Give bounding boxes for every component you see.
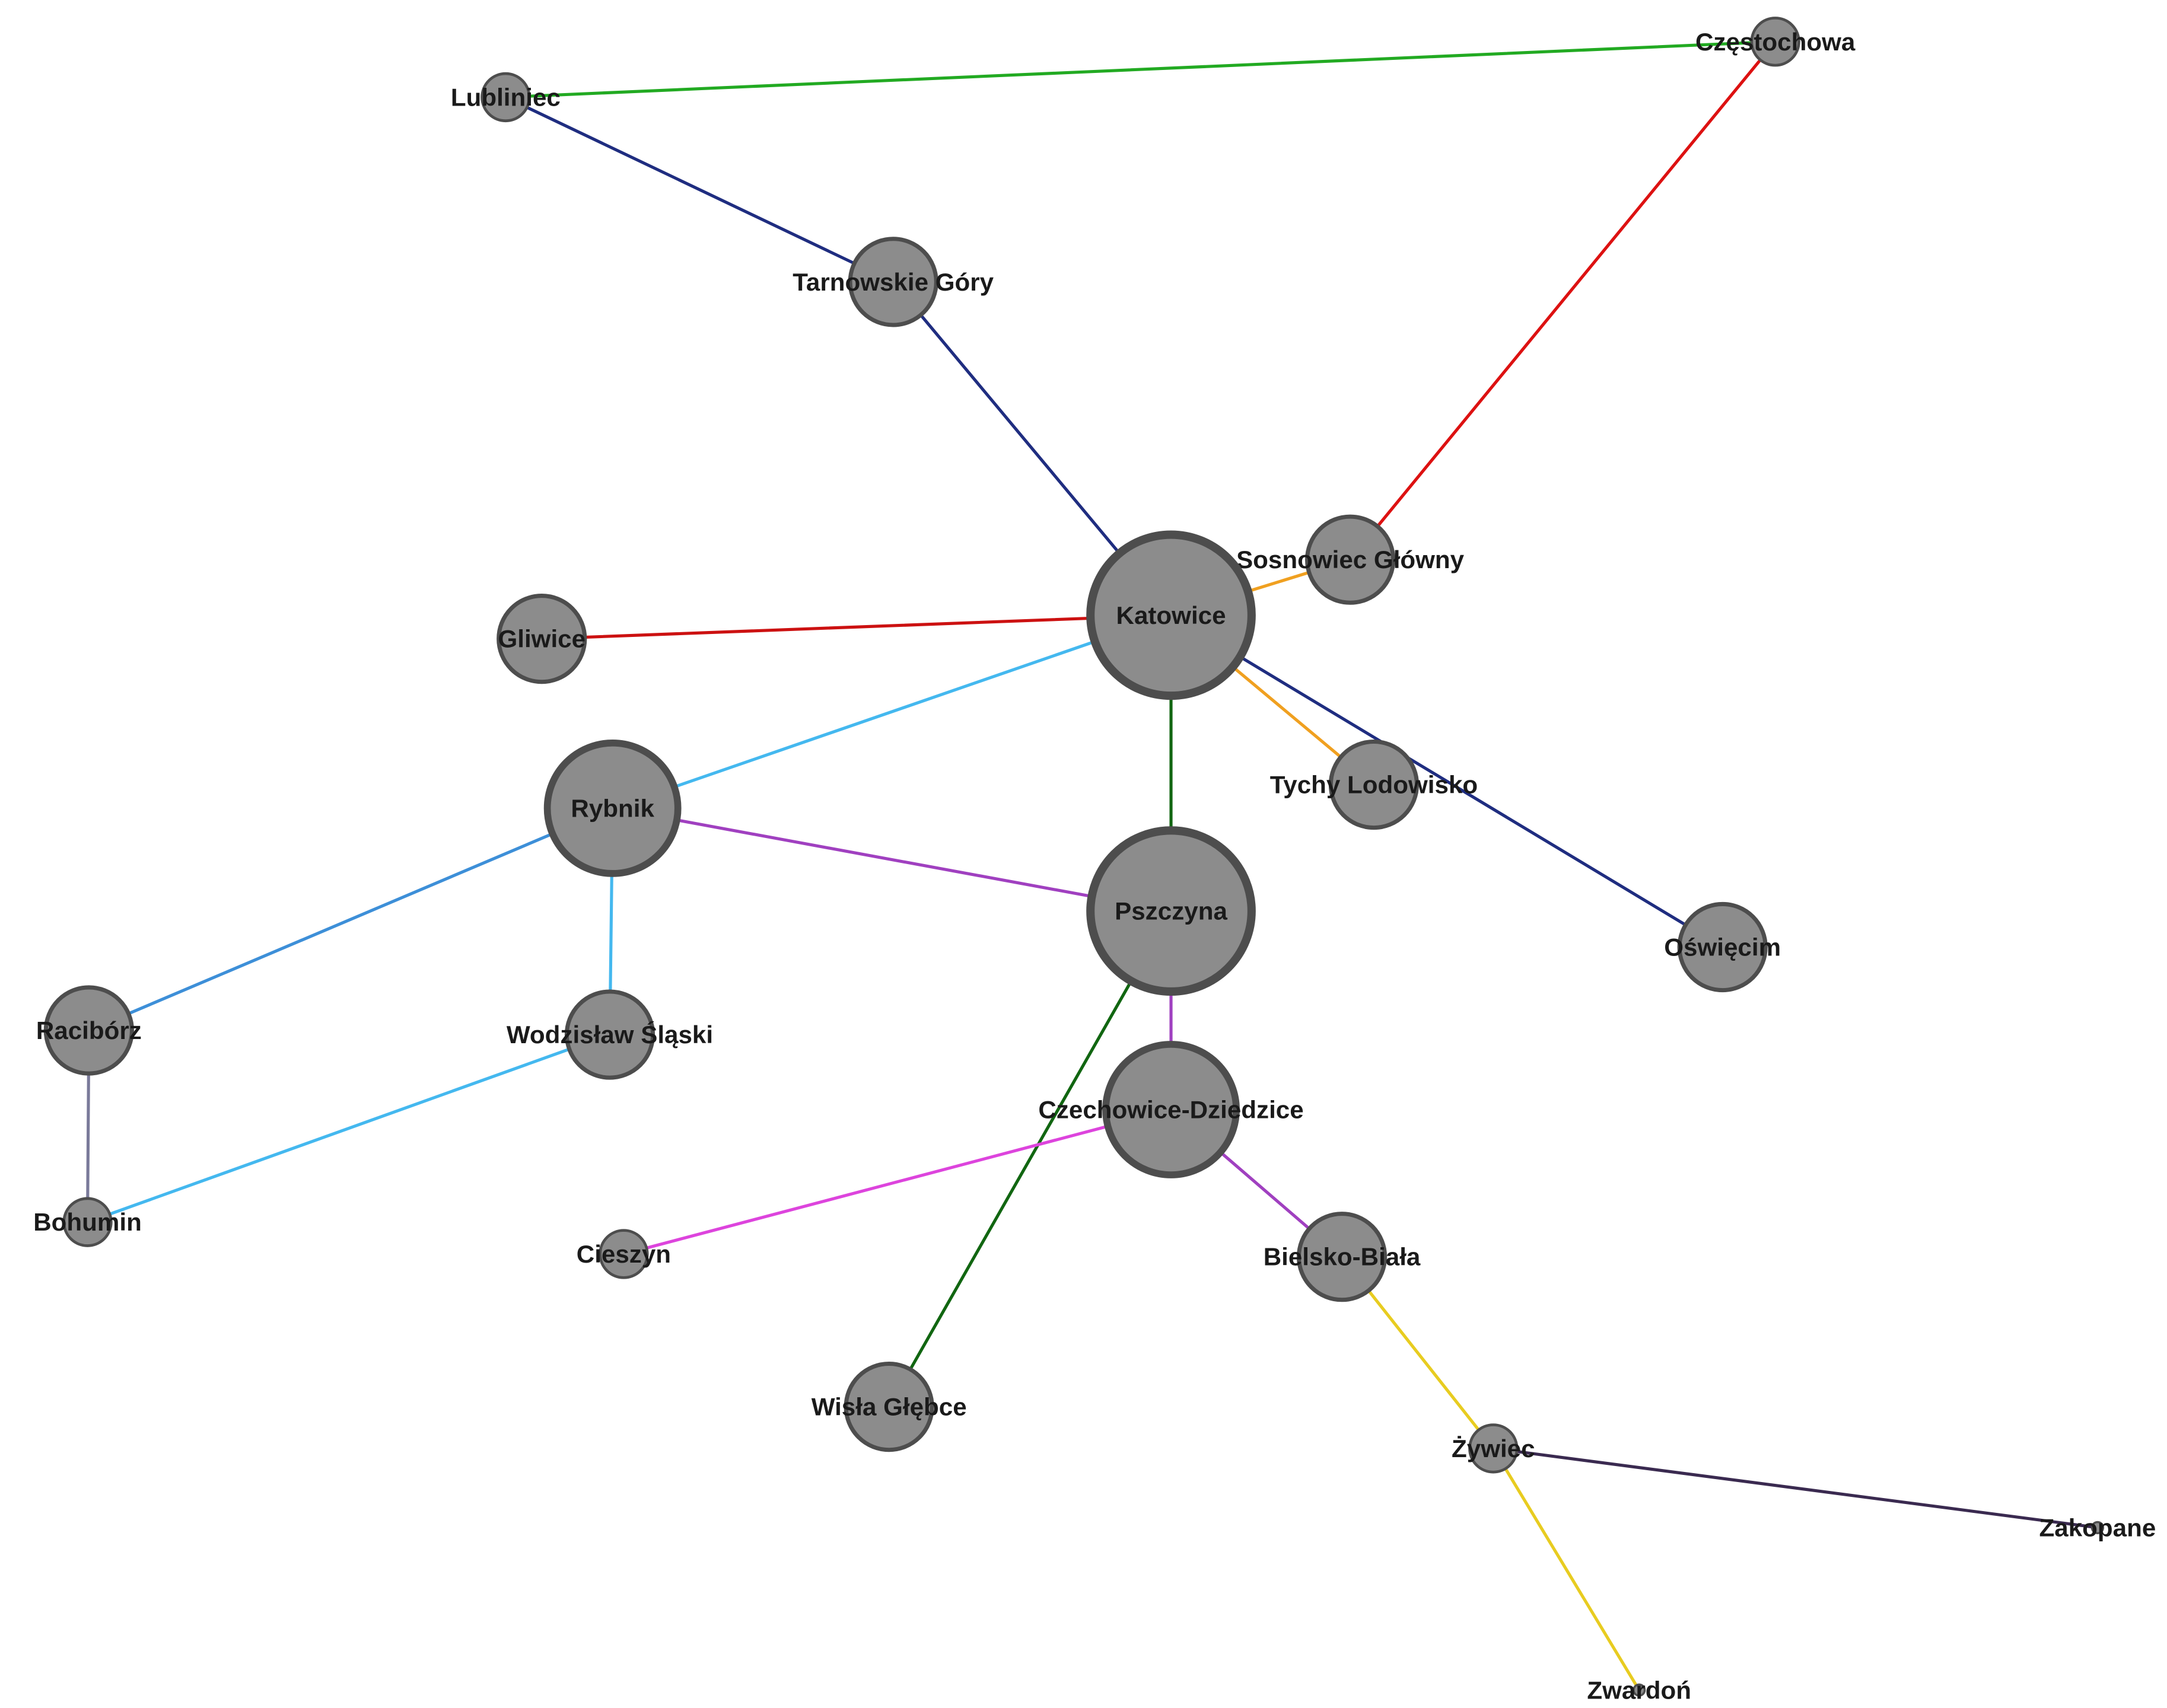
edge-katowice-oswiecim xyxy=(1169,613,1724,949)
node-raciborz[interactable]: Racibórz xyxy=(36,985,142,1076)
node-circle[interactable] xyxy=(1677,901,1768,993)
node-label: Rybnik xyxy=(571,794,654,822)
node-label: Pszczyna xyxy=(1115,897,1227,925)
edges-layer xyxy=(85,40,2099,1692)
node-label: Gliwice xyxy=(498,625,585,653)
node-sosnowiec[interactable]: Sosnowiec Główny xyxy=(1236,514,1465,605)
node-circle[interactable] xyxy=(848,237,938,327)
edge-katowice-rybnik xyxy=(611,613,1173,810)
edge-czestochowa-sosnowiec xyxy=(1348,40,1777,562)
node-bohumin[interactable]: Bohumin xyxy=(33,1197,142,1247)
node-label: Cieszyn xyxy=(577,1240,671,1268)
node-zwardon[interactable]: Zwardoń xyxy=(1587,1676,1691,1704)
node-circle[interactable] xyxy=(2090,1521,2105,1534)
node-circle[interactable] xyxy=(1750,17,1800,67)
node-lubliniec[interactable]: Lubliniec xyxy=(451,72,561,123)
node-label: Częstochowa xyxy=(1695,28,1856,56)
node-label: Sosnowiec Główny xyxy=(1236,546,1465,573)
node-circle[interactable] xyxy=(1102,1041,1240,1178)
node-czestochowa[interactable]: Częstochowa xyxy=(1695,17,1856,67)
node-circle[interactable] xyxy=(599,1229,649,1279)
node-label: Bohumin xyxy=(33,1208,142,1236)
node-label: Zakopane xyxy=(2039,1513,2156,1541)
node-wodzislaw[interactable]: Wodzisław Śląski xyxy=(507,989,713,1080)
node-zywiec[interactable]: Żywiec xyxy=(1452,1423,1535,1474)
edge-gliwice-katowice xyxy=(540,613,1173,640)
edge-zywiec-zakopane xyxy=(1491,1446,2099,1529)
node-label: Lubliniec xyxy=(451,83,561,111)
edge-wodzislaw-bohumin xyxy=(85,1033,612,1224)
node-label: Wodzisław Śląski xyxy=(507,1020,713,1049)
node-cieszyn[interactable]: Cieszyn xyxy=(577,1229,671,1279)
edge-rybnik-raciborz xyxy=(87,807,615,1033)
node-circle[interactable] xyxy=(1086,826,1256,996)
node-zakopane[interactable]: Zakopane xyxy=(2039,1513,2156,1541)
node-label: Tarnowskie Góry xyxy=(793,268,994,296)
node-circle[interactable] xyxy=(497,594,587,684)
edge-czechowice-cieszyn xyxy=(622,1108,1173,1256)
node-circle[interactable] xyxy=(1468,1423,1519,1474)
node-label: Bielsko-Biała xyxy=(1264,1243,1421,1271)
node-gliwice[interactable]: Gliwice xyxy=(497,594,587,684)
node-label: Wisła Głębce xyxy=(812,1393,967,1421)
node-pszczyna[interactable]: Pszczyna xyxy=(1086,826,1256,996)
node-circle[interactable] xyxy=(1086,530,1256,700)
node-label: Żywiec xyxy=(1452,1435,1535,1462)
node-circle[interactable] xyxy=(1296,1212,1388,1302)
node-label: Katowice xyxy=(1116,601,1226,629)
node-rybnik[interactable]: Rybnik xyxy=(543,739,682,877)
node-circle[interactable] xyxy=(1328,739,1420,830)
edge-pszczyna-wisla xyxy=(887,909,1173,1409)
edge-lubliniec-tarnowskie_gory xyxy=(504,95,895,283)
node-tychy[interactable]: Tychy Lodowisko xyxy=(1270,739,1478,830)
node-circle[interactable] xyxy=(43,985,134,1076)
node-katowice[interactable]: Katowice xyxy=(1086,530,1256,700)
node-label: Tychy Lodowisko xyxy=(1270,771,1478,799)
node-circle[interactable] xyxy=(844,1362,934,1452)
node-oswiecim[interactable]: Oświęcim xyxy=(1664,901,1781,993)
node-label: Czechowice-Dziedzice xyxy=(1038,1095,1303,1123)
node-circle[interactable] xyxy=(564,989,655,1080)
node-circle[interactable] xyxy=(481,72,531,123)
node-circle[interactable] xyxy=(62,1197,113,1247)
edge-zywiec-zwardon xyxy=(1491,1446,1641,1692)
edge-rybnik-pszczyna xyxy=(611,807,1173,913)
node-label: Zwardoń xyxy=(1587,1676,1691,1704)
node-wisla[interactable]: Wisła Głębce xyxy=(812,1362,967,1452)
node-tarnowskie_gory[interactable]: Tarnowskie Góry xyxy=(793,237,994,327)
node-circle[interactable] xyxy=(1304,514,1396,605)
edge-lubliniec-czestochowa xyxy=(504,40,1777,99)
node-bielsko[interactable]: Bielsko-Biała xyxy=(1264,1212,1421,1302)
node-circle[interactable] xyxy=(1633,1683,1646,1697)
node-czechowice[interactable]: Czechowice-Dziedzice xyxy=(1038,1041,1304,1178)
node-circle[interactable] xyxy=(543,739,682,877)
node-label: Oświęcim xyxy=(1664,933,1781,961)
node-label: Racibórz xyxy=(36,1016,142,1044)
